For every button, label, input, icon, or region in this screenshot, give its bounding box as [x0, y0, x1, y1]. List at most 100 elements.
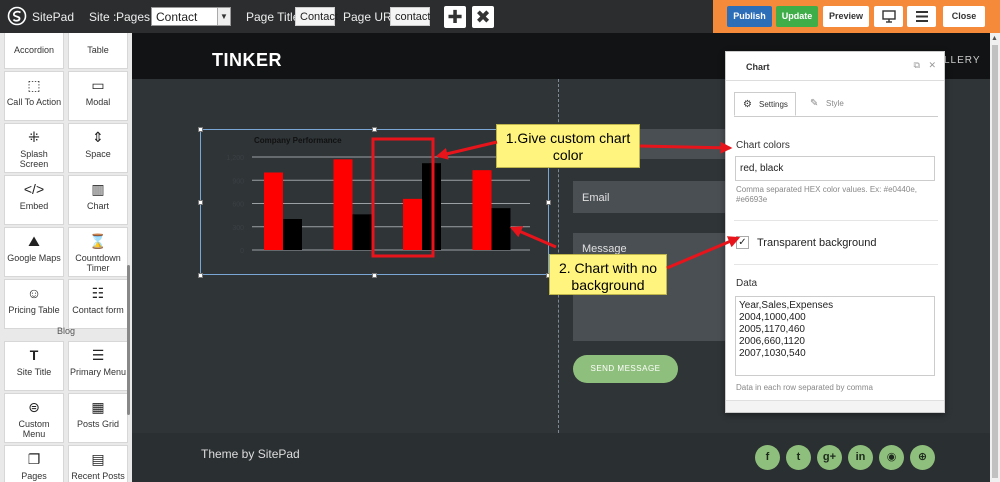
transparent-background-checkbox[interactable]: ✓ — [736, 236, 749, 249]
delete-page-button[interactable]: ✖ — [472, 6, 494, 28]
site-footer: Theme by SitePad f t g+ in ◉ ⊕ — [132, 433, 990, 482]
bar-sales-2005 — [333, 159, 353, 250]
page-url-field[interactable]: contact — [390, 7, 430, 26]
resize-handle[interactable] — [372, 273, 377, 278]
splash-icon: ⁜ — [28, 129, 40, 145]
widget-space[interactable]: ⇕Space — [68, 123, 128, 173]
chart-data-textarea[interactable]: Year,Sales,Expenses 2004,1000,400 2005,1… — [735, 296, 935, 376]
chart-title: Company Performance — [254, 136, 342, 145]
preview-button[interactable]: Preview — [823, 6, 869, 27]
popout-icon[interactable]: ⧉ — [913, 60, 920, 70]
close-icon[interactable]: ✕ — [928, 60, 936, 70]
table-icon — [69, 33, 127, 45]
widget-recent-posts[interactable]: ▤Recent Posts — [68, 445, 128, 482]
panel-title: Chart — [746, 62, 770, 72]
resize-handle[interactable] — [198, 200, 203, 205]
facebook-icon[interactable]: f — [755, 445, 780, 470]
publish-button[interactable]: Publish — [727, 6, 772, 27]
widget-custom-menu[interactable]: ⊜Custom Menu — [4, 393, 64, 443]
nav-gallery-link[interactable]: LLERY — [944, 55, 981, 66]
pages-label: Pages : — [116, 10, 157, 24]
rss-icon[interactable]: ◉ — [879, 445, 904, 470]
hamburger-icon — [915, 11, 928, 22]
page-scrollbar[interactable]: ▲ — [990, 33, 1000, 482]
panel-header-divider — [726, 80, 944, 81]
widget-google-maps[interactable]: ⛰Google Maps — [4, 227, 64, 277]
dribbble-icon[interactable]: ⊕ — [910, 445, 935, 470]
resize-handle[interactable] — [546, 200, 551, 205]
chart-colors-input[interactable]: red, black — [735, 156, 935, 181]
custom-menu-icon: ⊜ — [28, 399, 40, 415]
bar-expenses-2004 — [283, 219, 302, 250]
desktop-view-button[interactable] — [874, 6, 903, 27]
widget-pricing-table[interactable]: ☺Pricing Table — [4, 279, 64, 329]
form-icon: ☷ — [91, 285, 105, 301]
linkedin-icon[interactable]: in — [848, 445, 873, 470]
grid-icon: ▦ — [91, 399, 105, 415]
widget-contact-form[interactable]: ☷Contact form — [68, 279, 128, 329]
space-icon: ⇕ — [92, 129, 104, 145]
chart-settings-panel: Chart ⧉ ✕ ⚙Settings ✎Style Chart colors … — [725, 51, 945, 413]
sitepad-logo-icon — [7, 6, 27, 26]
gear-icon: ⚙ — [743, 99, 752, 110]
site-title[interactable]: TINKER — [212, 50, 282, 70]
footer-credit: Theme by SitePad — [201, 447, 300, 461]
y-tick-label: 600 — [232, 202, 244, 209]
menu-icon: ☰ — [91, 347, 105, 363]
widget-chart[interactable]: ▥Chart — [68, 175, 128, 225]
blog-section-header: Blog — [56, 326, 75, 336]
twitter-icon[interactable]: t — [786, 445, 811, 470]
hourglass-icon: ⌛ — [89, 233, 107, 249]
panel-header-controls: ⧉ ✕ — [914, 60, 937, 71]
annotation-note-2: 2. Chart with no background — [549, 254, 667, 295]
resize-handle[interactable] — [198, 127, 203, 132]
brand-name: SitePad — [32, 10, 75, 24]
divider — [734, 220, 938, 221]
add-page-button[interactable]: ✚ — [444, 6, 466, 28]
widget-splash-screen[interactable]: ⁜Splash Screen — [4, 123, 64, 173]
close-button[interactable]: Close — [943, 6, 985, 27]
widget-modal[interactable]: ▭Modal — [68, 71, 128, 121]
annotation-note-1: 1.Give custom chart color — [496, 124, 640, 168]
email-placeholder: Email — [582, 192, 610, 204]
google-plus-icon[interactable]: g+ — [817, 445, 842, 470]
text-icon: T — [29, 347, 39, 363]
update-button[interactable]: Update — [776, 6, 818, 27]
tab-style[interactable]: ✎Style — [802, 92, 850, 116]
divider — [734, 264, 938, 265]
map-icon: ⛰ — [28, 233, 40, 249]
tab-settings[interactable]: ⚙Settings — [734, 92, 796, 116]
y-tick-label: 1,200 — [226, 155, 244, 162]
widget-posts-grid[interactable]: ▦Posts Grid — [68, 393, 128, 443]
widget-table[interactable]: Table — [68, 33, 128, 69]
widget-embed[interactable]: </>Embed — [4, 175, 64, 225]
page-select-value: Contact — [156, 10, 198, 24]
chart-colors-hint: Comma separated HEX color values. Ex: #e… — [736, 185, 917, 204]
scroll-thumb[interactable] — [992, 45, 998, 478]
widget-primary-menu[interactable]: ☰Primary Menu — [68, 341, 128, 391]
widget-pages[interactable]: ❐Pages — [4, 445, 64, 482]
bar-expenses-2007 — [491, 208, 511, 250]
resize-handle[interactable] — [198, 273, 203, 278]
accordion-icon — [5, 33, 63, 45]
y-tick-label: 300 — [232, 225, 244, 232]
widget-sidebar: Accordion Table ⬚Call To Action ▭Modal ⁜… — [0, 33, 132, 482]
scroll-up-icon[interactable]: ▲ — [991, 35, 998, 42]
widget-call-to-action[interactable]: ⬚Call To Action — [4, 71, 64, 121]
chart-colors-label: Chart colors — [736, 140, 790, 151]
chevron-down-icon: ▼ — [217, 8, 230, 25]
menu-button[interactable] — [907, 6, 936, 27]
send-message-button[interactable]: SEND MESSAGE — [573, 355, 678, 383]
page-select[interactable]: Contact ▼ — [151, 7, 231, 26]
cursor-icon: ⬚ — [27, 77, 41, 93]
pricing-icon: ☺ — [26, 285, 42, 301]
page-title-field[interactable]: Contact — [295, 7, 338, 26]
panel-footer — [726, 400, 944, 412]
widget-accordion[interactable]: Accordion — [4, 33, 64, 69]
widget-countdown-timer[interactable]: ⌛Countdown Timer — [68, 227, 128, 277]
sidebar-scrollbar[interactable] — [127, 265, 130, 415]
transparent-background-label[interactable]: Transparent background — [757, 237, 877, 249]
resize-handle[interactable] — [372, 127, 377, 132]
